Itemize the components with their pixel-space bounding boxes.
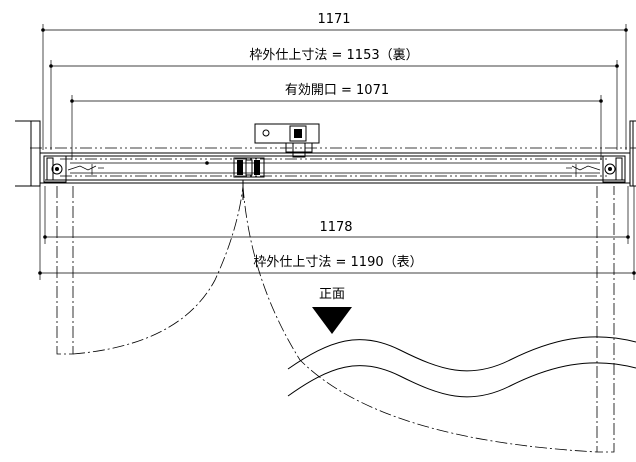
left-hanger-detail [43,155,104,183]
door-frame-track [30,147,636,184]
front-indicator: 正面 [312,287,352,334]
front-label: 正面 [319,287,345,302]
right-hanger-detail [566,155,626,183]
dimension-clear-opening: 有効開口 = 1071 [70,83,603,160]
dimension-clear-opening-label: 有効開口 = 1071 [285,83,389,98]
handle-lock-unit [254,123,320,158]
break-line [287,336,636,398]
center-stile-detail [205,157,265,178]
right-wall [629,120,636,187]
dimension-overall-bottom: 1178 [43,186,630,244]
dimension-frame-back: 枠外仕上寸法 = 1153（裏） [49,48,619,150]
front-arrow-icon [312,307,352,334]
dimension-frame-front: 枠外仕上寸法 = 1190（表） [38,186,636,280]
dimension-frame-back-label: 枠外仕上寸法 = 1153（裏） [249,48,418,63]
dimension-frame-front-label: 枠外仕上寸法 = 1190（表） [253,255,422,270]
dimension-overall-top-label: 1171 [317,12,350,27]
dimension-overall-bottom-label: 1178 [319,220,352,235]
door-swing-outlines [56,180,615,453]
left-wall [15,120,41,187]
dimension-overall-top: 1171 [41,12,628,150]
